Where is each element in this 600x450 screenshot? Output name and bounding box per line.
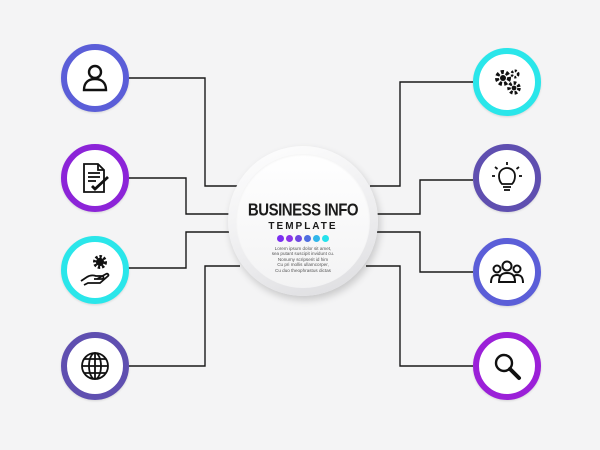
hub-body-text: Lorem ipsum dolor sit amet, sea putant s… — [248, 246, 358, 273]
hub-title: BUSINESS INFO — [247, 200, 359, 221]
color-dot — [322, 235, 329, 242]
node-left-1 — [61, 44, 129, 112]
globe-icon — [81, 352, 109, 380]
connector-right-1 — [370, 81, 473, 187]
connector-right-4 — [366, 265, 473, 367]
search-icon — [494, 353, 521, 380]
hub-body-line: Cu pri mollis ullamcorper, — [277, 262, 329, 268]
connector-left-3 — [125, 231, 232, 269]
connector-left-4 — [125, 265, 240, 367]
center-hub-face: BUSINESS INFO TEMPLATE Lorem ipsum dolor… — [236, 154, 370, 288]
hub-body-line: sea putant suscipit invidunt cu. — [271, 251, 335, 257]
connector-left-2 — [125, 177, 232, 215]
center-hub: BUSINESS INFO TEMPLATE Lorem ipsum dolor… — [228, 146, 378, 296]
node-right-3 — [473, 238, 541, 306]
gears-icon — [495, 69, 521, 95]
connector-right-2 — [376, 179, 473, 215]
hub-color-dots — [236, 235, 370, 242]
hub-body-line: Nonumy scripserit id him — [277, 256, 329, 262]
hub-body-line: Cu duo theophrastus dictas — [275, 267, 331, 273]
connector-left-1 — [125, 77, 238, 187]
node-right-1 — [473, 48, 541, 116]
connector-right-3 — [376, 231, 473, 273]
node-left-3 — [61, 236, 129, 304]
color-dot — [277, 235, 284, 242]
hand-gear-icon — [80, 255, 110, 286]
document-check-icon — [83, 163, 109, 193]
hub-body-line: Lorem ipsum dolor sit amet, — [274, 246, 332, 251]
color-dot — [304, 235, 311, 242]
node-left-2 — [61, 144, 129, 212]
lightbulb-icon — [492, 162, 522, 191]
node-right-2 — [473, 144, 541, 212]
team-icon — [490, 260, 524, 284]
color-dot — [313, 235, 320, 242]
hub-subtitle: TEMPLATE — [268, 221, 338, 232]
node-left-4 — [61, 332, 129, 400]
color-dot — [295, 235, 302, 242]
color-dot — [286, 235, 293, 242]
node-right-4 — [473, 332, 541, 400]
user-icon — [82, 64, 108, 92]
